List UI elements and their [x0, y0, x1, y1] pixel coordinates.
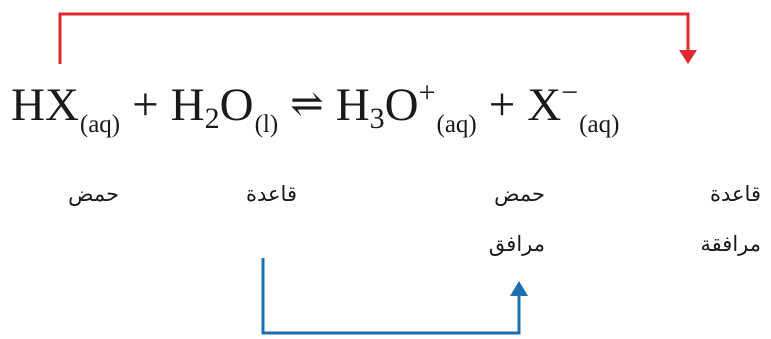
chemical-equation: HX(aq)+H2O(l)⇌H3O+(aq)+X−(aq): [0, 76, 771, 138]
label-conjugate-base-line-2: مرافقة: [700, 232, 761, 256]
water-subscript: 2: [204, 102, 220, 135]
acid-to-conjugate-base-arrow: [58, 12, 690, 64]
label-conjugate-base: قاعدة مرافقة: [700, 169, 761, 269]
label-conjugate-acid-line-2: مرافق: [488, 232, 545, 256]
water-state: (l): [254, 111, 279, 138]
hydronium-h: H: [335, 79, 370, 131]
water-h: H: [170, 79, 205, 131]
hydronium-state: (aq): [436, 111, 477, 138]
hx-state: (aq): [79, 111, 121, 138]
base-to-conjugate-acid-arrowhead: [510, 281, 528, 296]
hydronium-subscript: 3: [369, 102, 385, 135]
plus-sign-2: +: [488, 79, 516, 131]
hx-formula: HX: [11, 79, 79, 131]
label-conjugate-acid: حمض مرافق: [489, 169, 545, 269]
hydronium-charge: +: [418, 76, 436, 109]
acid-to-conjugate-base-arrowhead: [679, 50, 697, 64]
hydronium-o: O: [384, 79, 419, 131]
plus-sign-1: +: [132, 79, 159, 131]
label-conjugate-acid-line-1: حمض: [494, 182, 545, 206]
x-state: (aq): [579, 111, 620, 138]
equilibrium-arrow: ⇌: [290, 81, 324, 126]
label-base: قاعدة: [246, 182, 297, 206]
base-to-conjugate-acid-arrow: [261, 258, 521, 335]
water-o: O: [219, 79, 254, 131]
label-conjugate-base-line-1: قاعدة: [710, 182, 761, 206]
x-charge: −: [561, 76, 579, 109]
x-formula: X: [527, 79, 562, 131]
label-acid: حمض: [68, 182, 119, 206]
